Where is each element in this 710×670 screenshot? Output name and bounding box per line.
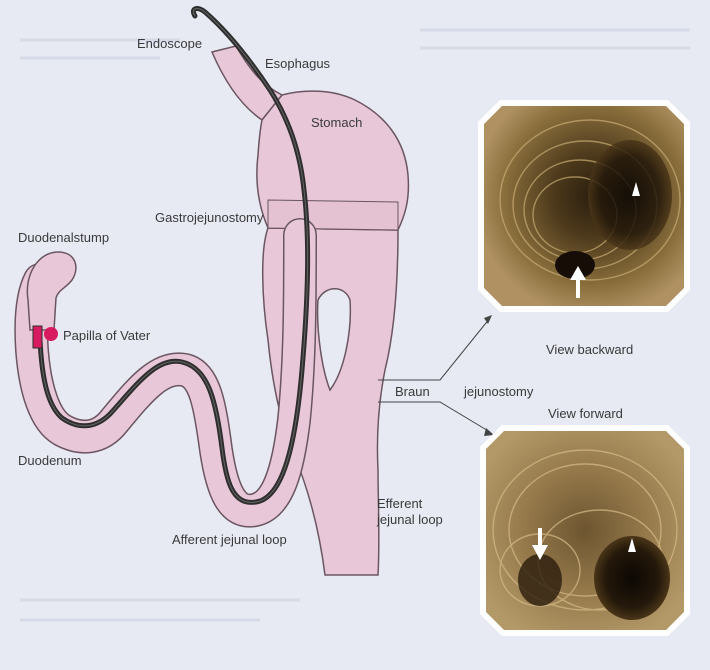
label-gastrojejunostomy: Gastrojejunostomy bbox=[155, 210, 263, 225]
label-esophagus: Esophagus bbox=[265, 56, 330, 71]
view-backward-image bbox=[478, 100, 690, 312]
label-stomach: Stomach bbox=[311, 115, 362, 130]
view-forward-image bbox=[480, 425, 690, 636]
label-endoscope: Endoscope bbox=[137, 36, 202, 51]
label-efferent-line2: jejunal loop bbox=[377, 512, 443, 527]
label-papilla-of-vater: Papilla of Vater bbox=[63, 328, 150, 343]
label-duodenal-stump: Duodenalstump bbox=[18, 230, 109, 245]
label-view-forward: View forward bbox=[548, 406, 623, 421]
leader-lines bbox=[378, 318, 490, 432]
label-efferent-line1: Efferent bbox=[377, 496, 422, 511]
label-braun: Braun bbox=[395, 384, 430, 399]
duodenal-stump bbox=[27, 252, 76, 330]
label-view-backward: View backward bbox=[546, 342, 633, 357]
label-jejunostomy: jejunostomy bbox=[464, 384, 533, 399]
endoscope-tip bbox=[33, 326, 42, 348]
papilla-of-vater-dot bbox=[44, 327, 58, 341]
arrow-to-view-backward bbox=[484, 315, 492, 324]
label-afferent-jejunal-loop: Afferent jejunal loop bbox=[172, 532, 287, 547]
label-duodenum: Duodenum bbox=[18, 453, 82, 468]
